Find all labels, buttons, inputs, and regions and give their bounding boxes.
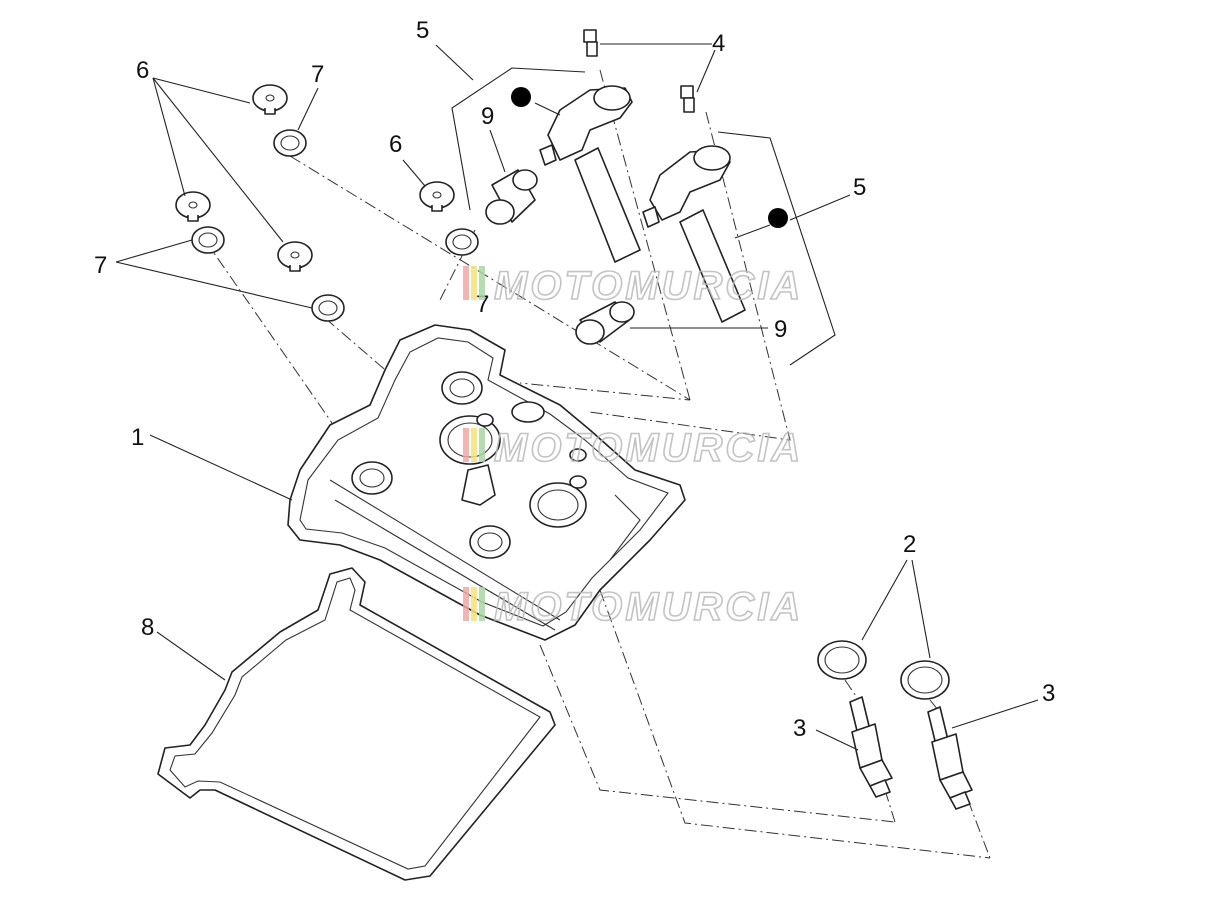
watermark-bottom: MOTOMURCIA — [463, 584, 803, 630]
callout-6-left: 6 — [136, 57, 149, 84]
ignition-coil-left — [539, 85, 641, 263]
cap-center — [419, 181, 455, 212]
callout-3-right: 3 — [1042, 680, 1055, 707]
spark-plug-left — [849, 696, 893, 798]
callout-9-right: 9 — [774, 316, 787, 343]
spark-plug-right — [927, 706, 973, 810]
callout-1: 1 — [131, 424, 144, 451]
valve-cover-gasket — [157, 567, 556, 881]
cap-left — [175, 191, 211, 222]
seal-left — [191, 226, 225, 254]
washer-right — [900, 660, 950, 700]
callout-9-top: 9 — [481, 103, 494, 130]
watermark-text: MOTOMURCIA — [494, 264, 803, 308]
callout-7-left: 7 — [94, 252, 107, 279]
seal-lower — [311, 294, 345, 322]
leader-lines — [115, 43, 1039, 751]
watermark-top: MOTOMURCIA — [463, 263, 803, 309]
watermark-text: MOTOMURCIA — [494, 426, 803, 470]
watermark-text: MOTOMURCIA — [494, 585, 803, 629]
callout-8: 8 — [141, 614, 154, 641]
bolt-right — [680, 85, 695, 113]
marker-dot-left — [511, 87, 531, 107]
marker-dot-right — [768, 208, 788, 228]
callout-5-top: 5 — [416, 17, 429, 44]
boot-upper — [485, 169, 538, 225]
callout-4: 4 — [712, 30, 725, 57]
valve-cover — [287, 324, 686, 641]
cap-upper — [252, 84, 288, 115]
watermark-middle: MOTOMURCIA — [463, 425, 803, 471]
callout-3-left: 3 — [793, 715, 806, 742]
callout-6-center: 6 — [389, 131, 402, 158]
boot-lower — [575, 301, 635, 345]
callout-7-top: 7 — [311, 61, 324, 88]
callout-5-right: 5 — [853, 174, 866, 201]
bolt-left — [583, 29, 598, 57]
seal-center — [445, 228, 479, 256]
seal-upper — [273, 129, 307, 157]
callout-2: 2 — [903, 531, 916, 558]
washer-left — [817, 640, 867, 680]
ignition-coil-right — [642, 145, 746, 323]
cap-lower — [277, 241, 313, 272]
